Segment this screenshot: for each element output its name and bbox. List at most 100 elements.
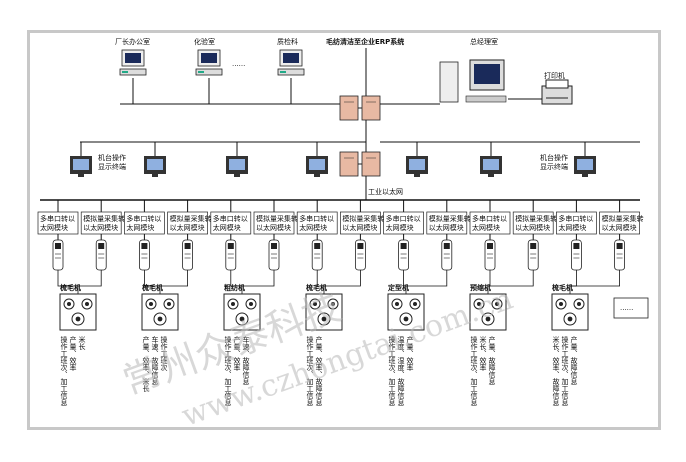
module-label: 多串口转以 <box>213 214 248 223</box>
machine-info: 产量、效率 <box>406 335 414 372</box>
converter-icon <box>225 239 237 271</box>
machine-info: 产量、效率、故障信息 <box>315 335 323 406</box>
module-label: 模拟量采集转 <box>170 214 212 223</box>
module-label: 模拟量采集转 <box>429 214 471 223</box>
machine-info: 操作工班次、加工信息 <box>224 335 232 406</box>
module-label: 以太网模块 <box>170 223 205 232</box>
module-label: 模拟量采集转 <box>342 214 384 223</box>
converter-icon <box>614 239 626 271</box>
display-label-left-2: 显示终端 <box>98 162 126 171</box>
module-label: 太网模块 <box>126 223 154 232</box>
module-label: 以太网模块 <box>256 223 291 232</box>
machine-info: 米长 <box>78 335 86 351</box>
module-label: 以太网模块 <box>602 223 637 232</box>
office-label-3: 质检科 <box>277 37 298 46</box>
machine-unit: 粗纺机操作工班次、加工信息产量、效率车速、故障信息 <box>223 270 275 406</box>
module-label: 以太网模块 <box>515 223 550 232</box>
more-ellipsis: ...... <box>620 304 633 312</box>
converter-icon <box>138 239 150 271</box>
display-label-right-2: 显示终端 <box>540 162 568 171</box>
office-ellipsis: ...... <box>232 60 245 68</box>
office-pc-2 <box>195 49 223 76</box>
converter-icon <box>527 239 539 271</box>
machine-unit: 梳毛机操作工班次、加工信息产量、效率米长 <box>57 270 102 406</box>
machine-info: 车速、故障信息 <box>242 335 250 385</box>
converter-icon <box>441 239 453 271</box>
erp-title: 毛纺清洁至企业ERP系统 <box>326 37 404 46</box>
machine-info: 产量、故障信息 <box>488 335 496 385</box>
module-label: 模拟量采集转 <box>602 214 644 223</box>
office-label-2: 化验室 <box>194 37 215 46</box>
module-label: 太网模块 <box>558 223 586 232</box>
more-box <box>613 297 649 319</box>
machine-info: 米长、效率、故障信息 <box>552 335 560 406</box>
terminal-display-6 <box>480 156 502 177</box>
machine-unit: 梳毛机操作工班次、加工信息产量、效率、故障信息 <box>305 270 361 406</box>
machine-name: 预缩机 <box>470 283 491 292</box>
module-label: 太网模块 <box>40 223 68 232</box>
module-label: 太网模块 <box>386 223 414 232</box>
machine-info: 操作工班次、加工信息 <box>306 335 314 406</box>
module-label: 以太网模块 <box>83 223 118 232</box>
module-label: 多串口转以 <box>40 214 75 223</box>
machine-info: 米长、效率 <box>479 335 487 372</box>
machine-info: 操作工班次、加工信息 <box>470 335 478 406</box>
core-switch-mid <box>339 151 381 177</box>
ethernet-label: 工业以太网 <box>368 187 403 196</box>
module-label: 太网模块 <box>213 223 241 232</box>
machine-info: 操作工班次、加工信息 <box>561 335 569 406</box>
machine-icon <box>551 293 589 331</box>
module-label: 多串口转以 <box>558 214 593 223</box>
machine-name: 梳毛机 <box>60 283 81 292</box>
module-label: 太网模块 <box>472 223 500 232</box>
machine-info: 产量、效率 <box>69 335 77 372</box>
converter-icon <box>182 239 194 271</box>
machine-icon <box>59 293 97 331</box>
machine-unit: 预缩机操作工班次、加工信息米长、效率产量、故障信息 <box>469 270 534 406</box>
machine-icon <box>141 293 179 331</box>
terminal-display-5 <box>406 156 428 177</box>
gm-computer <box>439 59 507 103</box>
converter-icon <box>354 239 366 271</box>
module-label: 模拟量采集转 <box>256 214 298 223</box>
module-label: 模拟量采集转 <box>83 214 125 223</box>
converter-icon <box>398 239 410 271</box>
converter-icon <box>311 239 323 271</box>
machine-unit: 梳毛机米长、效率、故障信息操作工班次、加工信息产量、故障信息 <box>551 270 620 406</box>
machine-name: 定型机 <box>388 283 409 292</box>
converter-icon <box>570 239 582 271</box>
converter-icon <box>484 239 496 271</box>
module-label: 以太网模块 <box>429 223 464 232</box>
machine-name: 梳毛机 <box>552 283 573 292</box>
office-pc-group <box>119 49 340 105</box>
gm-office-label: 总经理室 <box>470 37 498 46</box>
terminal-display-7 <box>574 156 596 177</box>
machine-info: 操作工班次、加工信息 <box>388 335 396 406</box>
module-label: 多串口转以 <box>299 214 334 223</box>
module-row: 多串口转以太网模块模拟量采集转以太网模块多串口转以太网模块模拟量采集转以太网模块… <box>37 200 644 271</box>
display-label-left-1: 机台操作 <box>98 153 126 162</box>
machine-info: 车速、故障信息 <box>151 335 159 385</box>
module-label: 以太网模块 <box>342 223 377 232</box>
module-label: 模拟量采集转 <box>515 214 557 223</box>
office-pc-1 <box>119 49 147 76</box>
terminal-display-3 <box>226 156 248 177</box>
office-pc-3 <box>277 49 305 76</box>
machine-info: 温度、湿度、故障信息 <box>397 335 405 406</box>
module-label: 多串口转以 <box>386 214 421 223</box>
printer-label: 打印机 <box>544 71 565 80</box>
machine-row: 梳毛机操作工班次、加工信息产量、效率米长梳毛机产量、效率、米长车速、故障信息操作… <box>57 270 620 406</box>
office-label-1: 厂长办公室 <box>115 37 150 46</box>
